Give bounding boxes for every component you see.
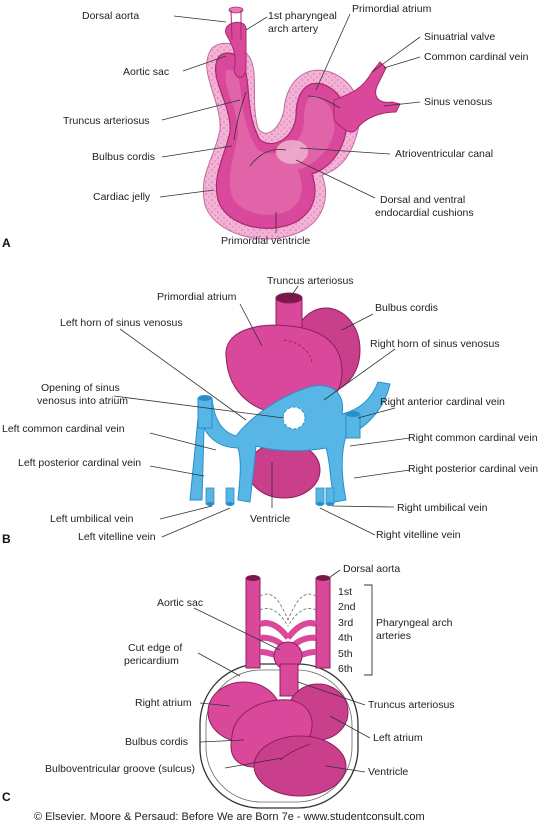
label-first-arch-2: arch artery <box>268 23 319 35</box>
panel-letter-a: A <box>2 236 11 250</box>
label-first-arch-1: 1st pharyngeal <box>268 10 337 22</box>
panel-c <box>199 575 359 809</box>
panel-letter-c: C <box>2 790 11 804</box>
label-left-post: Left posterior cardinal vein <box>18 457 141 469</box>
label-aortic-sac-c: Aortic sac <box>157 597 203 609</box>
label-pharyngeal-1: Pharyngeal arch <box>376 617 453 629</box>
sinus-opening-b <box>282 406 306 430</box>
endocardial-cushions <box>276 140 308 164</box>
label-cushions-2: endocardial cushions <box>375 207 474 219</box>
label-truncus-c: Truncus arteriosus <box>368 699 455 711</box>
label-bulbus-b: Bulbus cordis <box>375 302 438 314</box>
label-cushions-1: Dorsal and ventral <box>380 194 465 206</box>
label-right-horn: Right horn of sinus venosus <box>370 338 500 350</box>
label-right-umb: Right umbilical vein <box>397 502 488 514</box>
label-dorsal-aorta-c: Dorsal aorta <box>343 563 400 575</box>
label-dorsal-aorta-a: Dorsal aorta <box>82 10 139 22</box>
label-ventricle-a: Primordial ventricle <box>221 235 310 247</box>
panel-a-labels: Dorsal aorta 1st pharyngeal arch artery … <box>2 3 529 250</box>
label-arch-6: 6th <box>338 663 353 675</box>
panel-b-labels: Truncus arteriosus Primordial atrium Bul… <box>2 275 538 546</box>
panel-c-leaders <box>193 569 373 773</box>
label-left-horn: Left horn of sinus venosus <box>60 317 183 329</box>
label-right-vitelline: Right vitelline vein <box>376 529 461 541</box>
label-right-atrium-c: Right atrium <box>135 697 192 709</box>
heart-lumen-a <box>225 70 335 215</box>
label-opening-2: venosus into atrium <box>37 395 128 407</box>
label-right-common: Right common cardinal vein <box>408 432 538 444</box>
label-common-cardinal-a: Common cardinal vein <box>424 51 529 63</box>
label-aortic-sac-a: Aortic sac <box>123 66 169 78</box>
label-sinuatrial-valve: Sinuatrial valve <box>424 31 495 43</box>
label-bulbus-c: Bulbus cordis <box>125 736 188 748</box>
label-cut-edge-2: pericardium <box>124 655 179 667</box>
label-ventricle-b: Ventricle <box>250 513 290 525</box>
label-arch-3: 3rd <box>338 617 353 629</box>
label-cardiac-jelly: Cardiac jelly <box>93 191 151 203</box>
ventricle-shape-c <box>253 735 347 797</box>
label-ventricle-c: Ventricle <box>368 766 408 778</box>
truncus-shape-c <box>279 663 299 697</box>
label-truncus-a: Truncus arteriosus <box>63 115 150 127</box>
label-primordial-atrium-b: Primordial atrium <box>157 291 237 303</box>
label-groove: Bulboventricular groove (sulcus) <box>45 763 195 775</box>
panel-b-leaders <box>113 285 411 538</box>
label-opening-1: Opening of sinus <box>41 382 120 394</box>
label-right-post: Right posterior cardinal vein <box>408 463 538 475</box>
label-left-common: Left common cardinal vein <box>2 423 125 435</box>
panel-letter-b: B <box>2 532 11 546</box>
label-cut-edge-1: Cut edge of <box>128 642 182 654</box>
label-av-canal: Atrioventricular canal <box>395 148 493 160</box>
label-right-ant-cardinal: Right anterior cardinal vein <box>380 396 505 408</box>
panel-a <box>202 6 401 240</box>
label-arch-5: 5th <box>338 648 353 660</box>
label-arch-4: 4th <box>338 632 353 644</box>
label-sinus-venosus-a: Sinus venosus <box>424 96 492 108</box>
panel-b <box>189 292 391 506</box>
copyright-credit: © Elsevier. Moore & Persaud: Before We a… <box>34 811 425 823</box>
panel-c-labels: Dorsal aorta Aortic sac 1st 2nd 3rd 4th … <box>2 563 455 804</box>
label-left-umb: Left umbilical vein <box>50 513 134 525</box>
label-truncus-b: Truncus arteriosus <box>267 275 354 287</box>
label-arch-2: 2nd <box>338 601 356 613</box>
label-left-vitelline: Left vitelline vein <box>78 531 156 543</box>
label-bulbus-a: Bulbus cordis <box>92 151 155 163</box>
label-pharyngeal-2: arteries <box>376 630 411 642</box>
sinus-venosus-shape-b <box>189 381 391 503</box>
label-primordial-atrium-a: Primordial atrium <box>352 3 432 15</box>
label-arch-1: 1st <box>338 586 352 598</box>
panel-a-leaders <box>159 13 421 233</box>
label-left-atrium-c: Left atrium <box>373 732 423 744</box>
sinus-venosus-shape <box>333 61 401 133</box>
